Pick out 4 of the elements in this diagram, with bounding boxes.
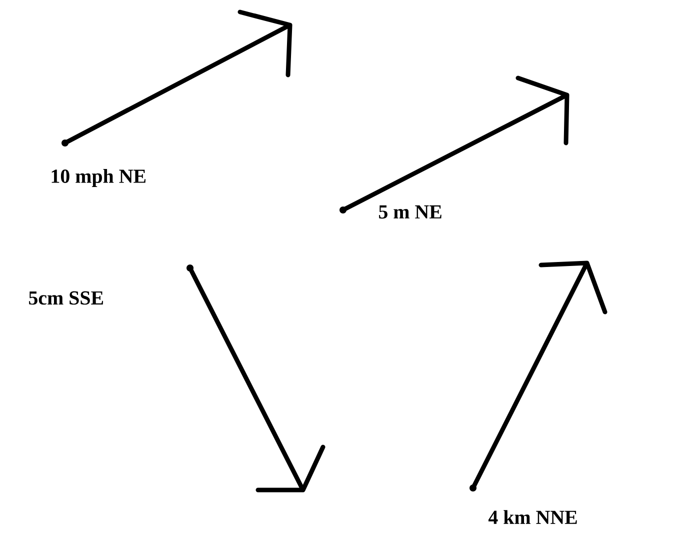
- vector-label: 4 km NNE: [488, 510, 577, 524]
- vector-label: 10 mph NE: [52, 168, 146, 188]
- vector-label: 5 m NE: [379, 205, 442, 219]
- vector-label: 5cm SSE: [29, 291, 104, 305]
